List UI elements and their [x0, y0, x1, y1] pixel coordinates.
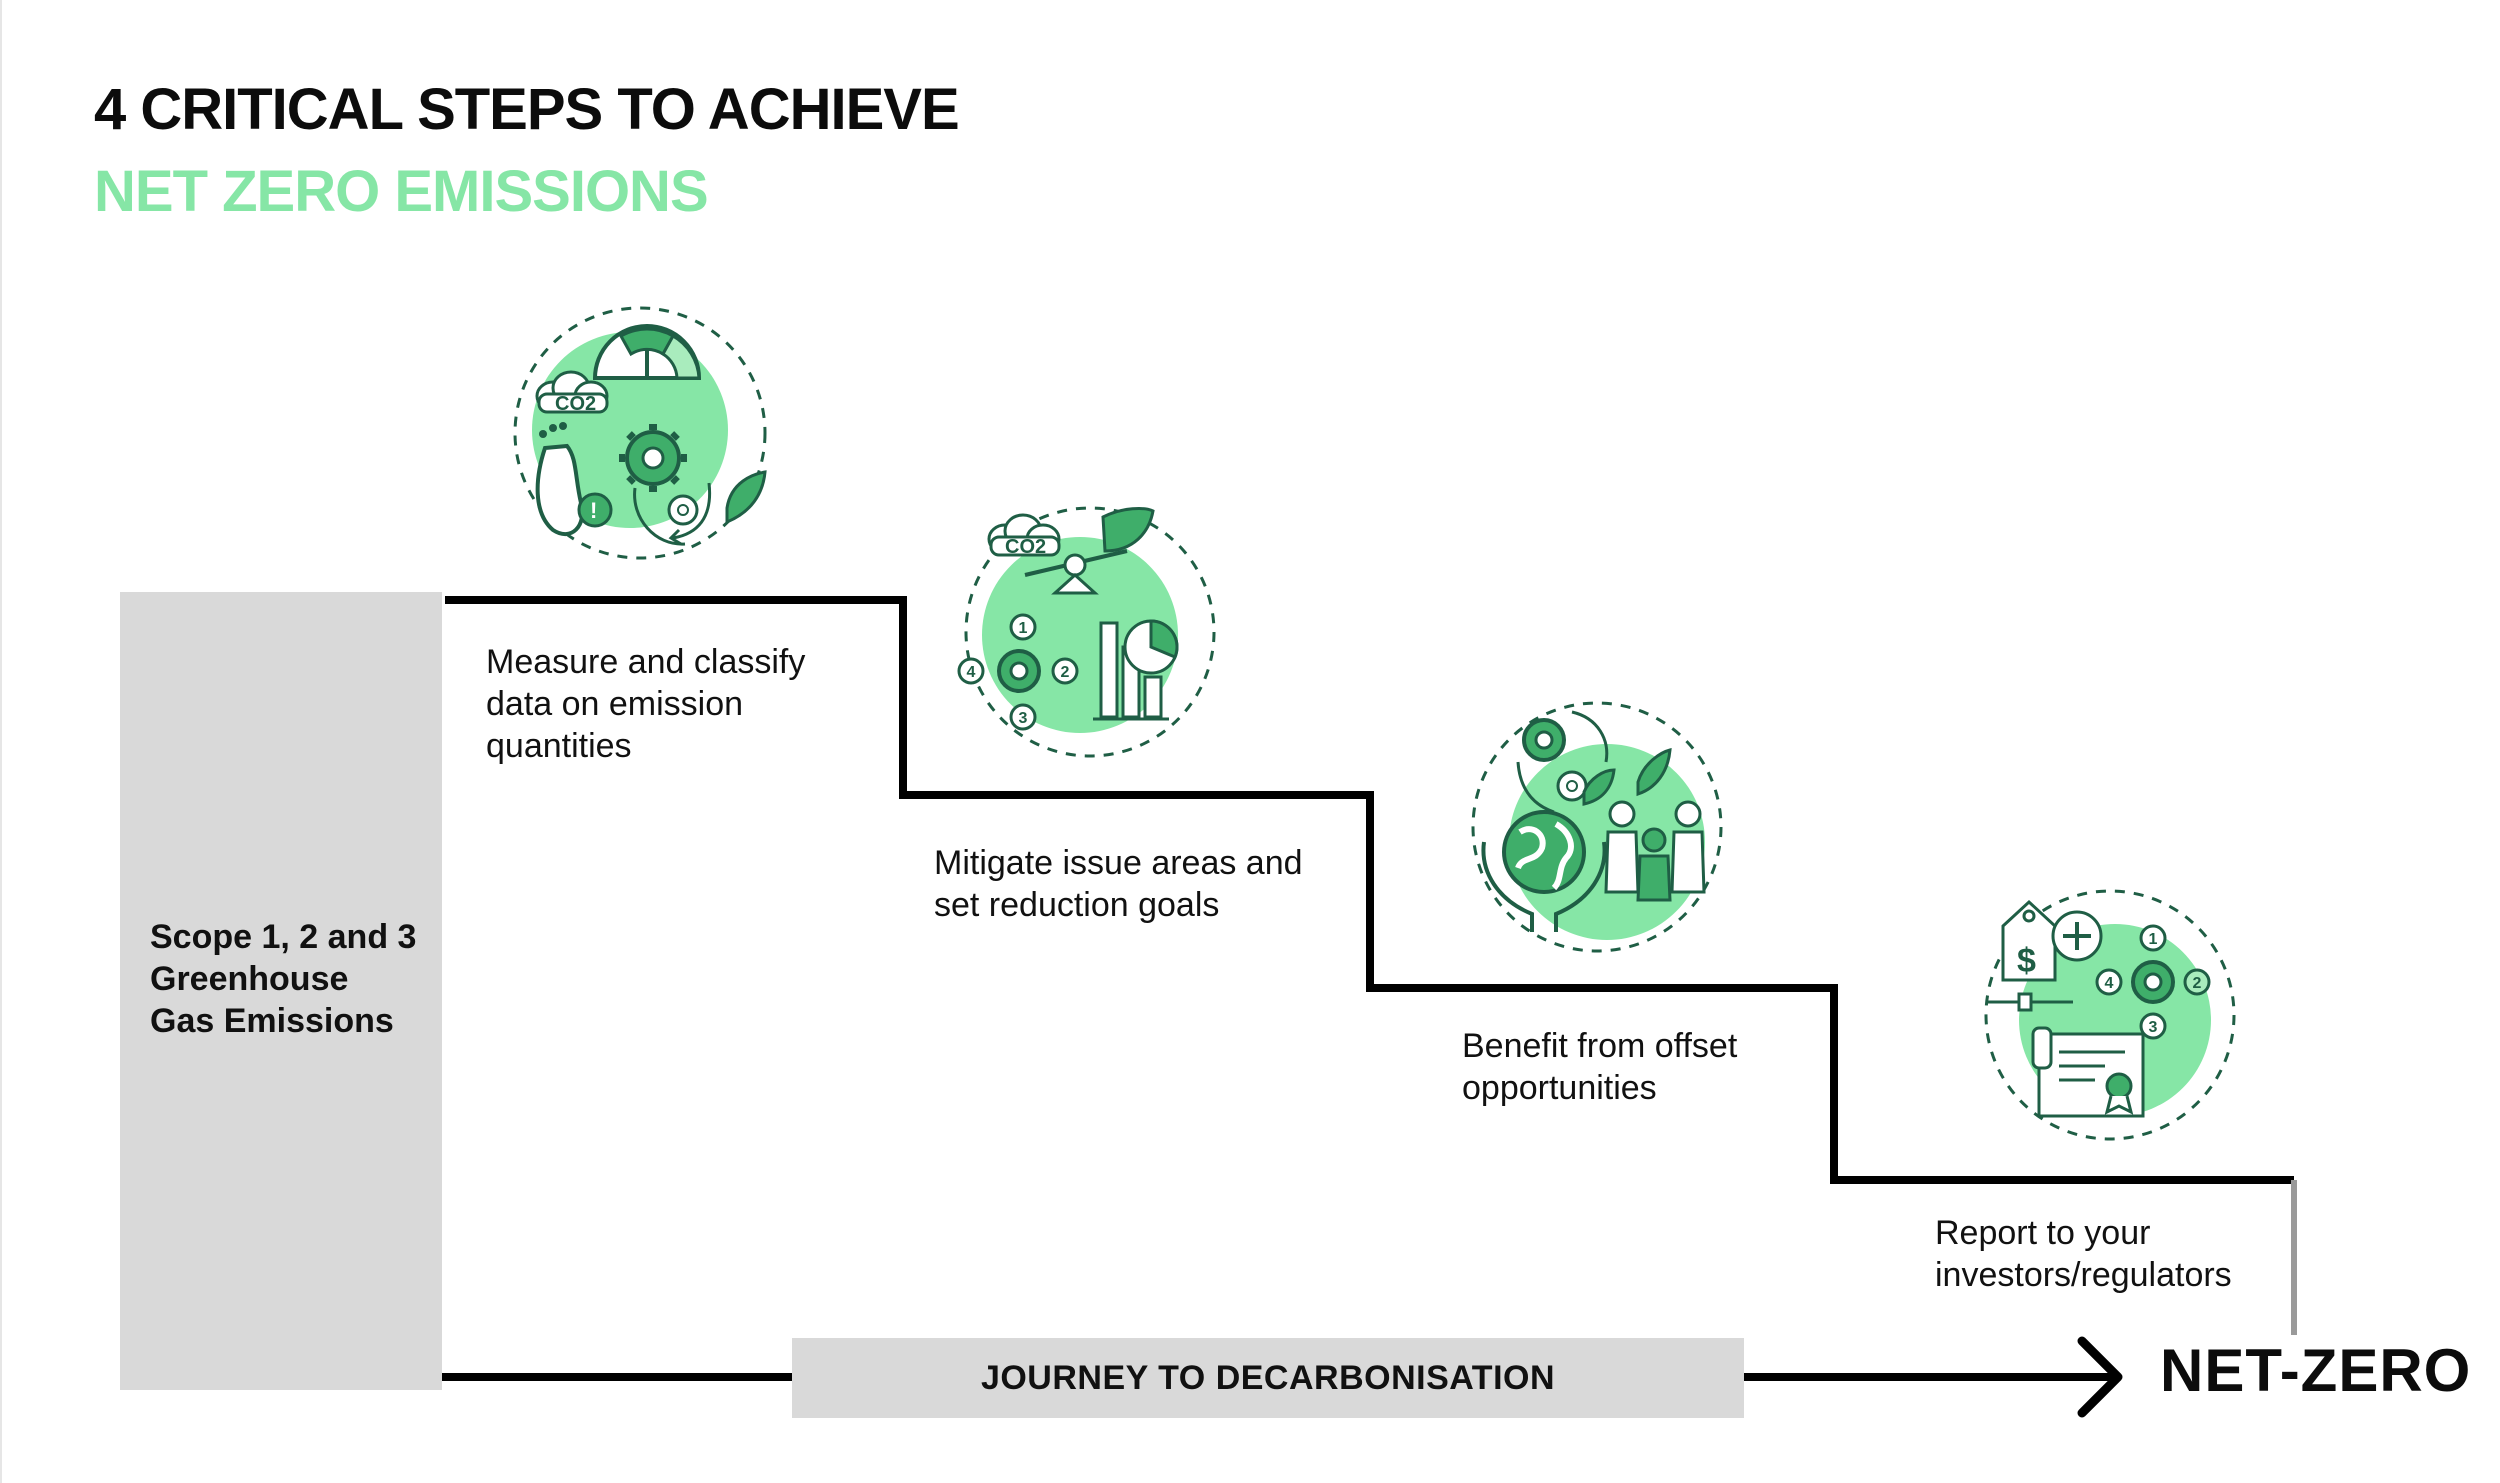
co2-footprint-gauge-icon: CO2 ! [513, 306, 767, 560]
step-2-line: Mitigate issue areas and [934, 844, 1303, 882]
net-zero-label: NET-ZERO [2160, 1337, 2472, 1404]
step-2-line: set reduction goals [934, 886, 1220, 924]
page-subtitle: NET ZERO EMISSIONS [94, 159, 709, 224]
scope-label-line: Scope 1, 2 and 3 [150, 918, 417, 956]
step-3-label: Benefit from offset opportunities [1462, 1025, 1737, 1109]
scope-bar [120, 592, 442, 1390]
step-1-line: Measure and classify [486, 643, 806, 681]
svg-text:3: 3 [1019, 710, 1028, 727]
svg-text:$: $ [2017, 942, 2036, 980]
step-1-label: Measure and classify data on emission qu… [486, 641, 805, 767]
svg-text:3: 3 [2149, 1019, 2158, 1036]
step-4-line: investors/regulators [1935, 1256, 2232, 1294]
step-1-line: quantities [486, 727, 632, 765]
svg-text:1: 1 [2149, 931, 2158, 948]
svg-text:4: 4 [967, 664, 976, 681]
globe-people-icon [1471, 701, 1723, 953]
certificate-report-icon: $ 1 2 3 4 [1984, 889, 2236, 1141]
step-3-line: Benefit from offset [1462, 1027, 1738, 1065]
svg-text:2: 2 [2193, 975, 2202, 992]
step-1-line: data on emission [486, 685, 744, 723]
staircase-line [445, 596, 2294, 1184]
step-3-line: opportunities [1462, 1069, 1657, 1107]
scope-label-line: Greenhouse [150, 960, 349, 998]
page-title: 4 CRITICAL STEPS TO ACHIEVE [94, 77, 960, 142]
step-4-line: Report to your [1935, 1214, 2151, 1252]
journey-label: JOURNEY TO DECARBONISATION [980, 1358, 1556, 1397]
scope-label-line: Gas Emissions [150, 1002, 394, 1040]
page-border [0, 0, 2, 1483]
svg-text:CO2: CO2 [555, 393, 596, 415]
arrow-head-icon [2077, 1336, 2123, 1418]
step-2-label: Mitigate issue areas and set reduction g… [934, 842, 1303, 926]
step-4-label: Report to your investors/regulators [1935, 1212, 2232, 1296]
svg-text:1: 1 [1019, 620, 1028, 637]
co2-balance-chart-icon: CO2 1 2 3 4 [957, 506, 1216, 758]
svg-text:!: ! [590, 498, 597, 523]
svg-text:4: 4 [2105, 975, 2114, 992]
svg-text:2: 2 [1061, 664, 1070, 681]
scope-label: Scope 1, 2 and 3 Greenhouse Gas Emission… [150, 916, 416, 1042]
svg-text:CO2: CO2 [1005, 536, 1046, 558]
journey-banner: JOURNEY TO DECARBONISATION [792, 1338, 1744, 1418]
